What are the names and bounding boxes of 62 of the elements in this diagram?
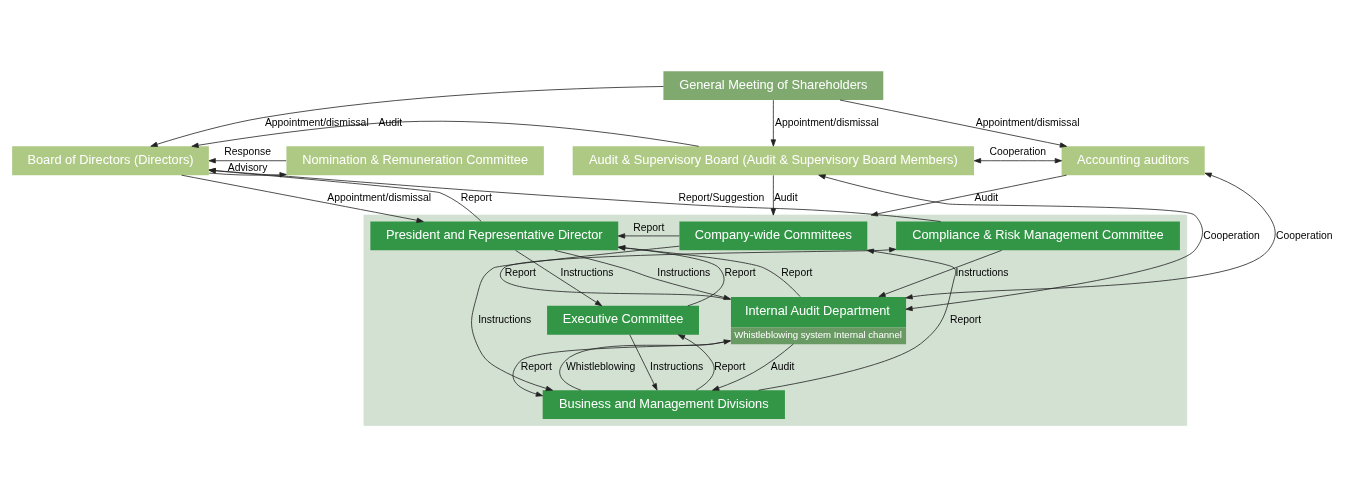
- node-box: General Meeting of Shareholders: [663, 70, 884, 100]
- arrow: [515, 249, 603, 306]
- arrow: [208, 167, 482, 222]
- edge-label: Appointment/dismissal: [775, 116, 879, 128]
- arrow: [512, 340, 731, 397]
- edge-label: Report: [520, 360, 552, 372]
- arrow: [559, 338, 731, 391]
- edge-label: Advisory: [227, 161, 268, 173]
- edge-label: Report: [714, 360, 746, 372]
- edge-label: Cooperation: [989, 145, 1047, 157]
- edge-label: Appointment/dismissal: [264, 116, 369, 128]
- edge-label: Report: [950, 313, 982, 325]
- edge-label: Instructions: [955, 266, 1009, 278]
- arrow: [629, 333, 658, 391]
- edge-label: Whistleblowing: [566, 360, 636, 372]
- edge-label: Appointment/dismissal: [327, 191, 432, 203]
- arrow: [712, 343, 794, 391]
- edge-label: Report: [633, 221, 665, 233]
- node-box: Audit & Supervisory Board (Audit & Supervisory Board Members): [572, 145, 975, 175]
- arrow: [554, 249, 731, 300]
- arrow: [770, 174, 776, 215]
- arrow: [839, 99, 1067, 148]
- arrow: [191, 120, 700, 148]
- arrow: [150, 85, 664, 147]
- edge-label: Report: [504, 266, 536, 278]
- edge-label: Audit: [770, 360, 795, 372]
- edge-label: Cooperation: [1203, 229, 1260, 241]
- arrow: [617, 232, 680, 239]
- arrow: [818, 173, 1203, 311]
- edge-label: Instructions: [560, 266, 614, 278]
- arrow: [208, 157, 287, 163]
- node-box: President and Representative Director: [370, 221, 619, 250]
- arrow: [973, 157, 1062, 163]
- edge-label: Appointment/dismissal: [975, 116, 1080, 128]
- edge-label: Audit: [378, 116, 403, 128]
- edge-label: Cooperation: [1275, 229, 1333, 241]
- edge-label: Report: [724, 266, 756, 278]
- edge-label: Report: [460, 191, 492, 203]
- edge-label: Instructions: [657, 266, 711, 278]
- node-box: Executive Committee: [547, 305, 699, 335]
- node-box: Company-wide Committees: [679, 221, 868, 250]
- node-box: Nomination & Remuneration Committee: [286, 145, 544, 175]
- arrow: [677, 333, 715, 391]
- edge-label: Instructions: [478, 313, 532, 325]
- edge-label: Response: [224, 145, 271, 157]
- edge-label: Audit: [974, 191, 999, 203]
- edge-label: Report/Suggestion: [678, 191, 765, 203]
- edge-label: Report: [781, 266, 813, 278]
- node-box: Business and Management Divisions: [542, 389, 785, 419]
- arrow: [878, 249, 1003, 297]
- arrow: [770, 99, 776, 147]
- arrow: [208, 171, 287, 177]
- arrow: [870, 174, 1067, 216]
- edge-label: Audit: [773, 191, 798, 203]
- node-box: Compliance & Risk Management Committee: [896, 221, 1180, 250]
- arrow: [758, 248, 957, 391]
- arrow: [181, 174, 424, 223]
- node-box: Accounting auditors: [1061, 145, 1205, 175]
- edge-label: Instructions: [650, 360, 704, 372]
- arrow: [905, 172, 1276, 299]
- node-box: Board of Directors (Directors): [12, 145, 209, 175]
- arrow: [208, 167, 941, 222]
